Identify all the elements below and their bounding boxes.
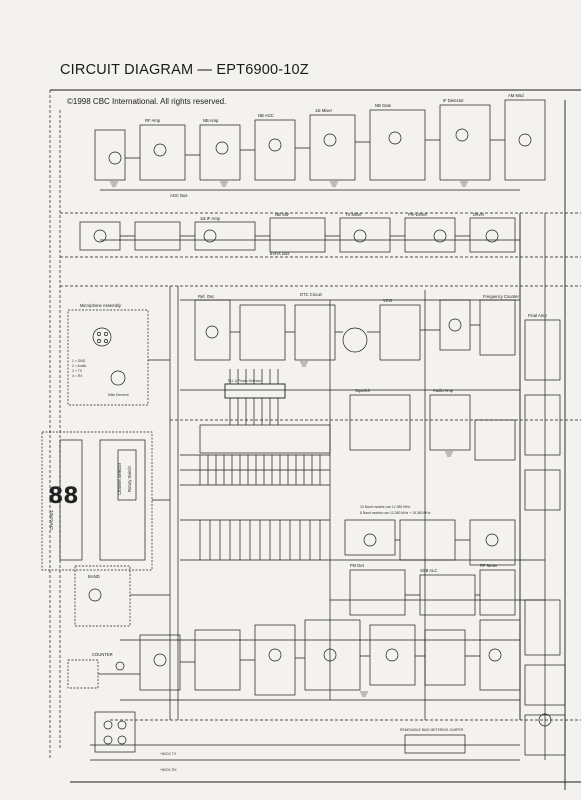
label-nb-sw: NB SW [275, 212, 289, 217]
page-title: CIRCUIT DIAGRAM — EPT6900-10Z [60, 62, 309, 78]
note-freq-counter-8band: 8 Band models use 12.380 MHz + 15.360 MH… [360, 511, 431, 515]
label-nb-agc: NB AGC [258, 113, 274, 118]
label-pll-ic: PLL & Phase Detector [228, 379, 262, 383]
label-fm-det: FM Det [350, 563, 365, 568]
label-rotary-switch: Rotary Switch [127, 465, 132, 492]
frame-dash-left [49, 90, 61, 760]
channel-label: CHANNEL [49, 509, 54, 530]
label-rf-amp: RF Amp [145, 118, 161, 123]
label-pre-driver: Pre-Driver [408, 212, 428, 217]
label-rx-bus: 8VRX Bus [270, 251, 289, 256]
copyright-notice: ©1998 CBC International. All rights rese… [67, 97, 227, 106]
label-rx-bus-2: +8VDC RX [160, 768, 177, 772]
label-mike-element: Mike Element [108, 393, 129, 397]
mic-pin-2: 2 = Audio [72, 364, 86, 368]
mic-pin-4: 4 = RX [72, 374, 83, 378]
label-tx-mixer: TX Mixer [345, 212, 362, 217]
label-dtc-circuit: DTC Circuit [300, 292, 322, 297]
mic-pin-3: 3 = TX [72, 369, 83, 373]
label-ref-osc: Ref. Osc [198, 294, 214, 299]
mic-pin-1: 1 = GND [72, 359, 86, 363]
label-counter: COUNTER [92, 652, 113, 657]
label-channel-selector: Channel Selector [117, 462, 122, 495]
label-microphone-assembly: Microphone Assembly [80, 303, 122, 308]
label-metering-jumper: REMOVABLE BIAS METERING JUMPER [400, 728, 464, 732]
label-nb-amp: NB Amp [203, 118, 219, 123]
label-ssb-alc: SSB ALC [420, 568, 437, 573]
label-am-mod: AM Mod [508, 93, 524, 98]
label-final-amp: Final Amp [528, 313, 547, 318]
label-first-if-amp: 1st IF Amp [200, 216, 221, 221]
note-freq-counter-10band: 10 Band models use 12.380 MHz [360, 505, 410, 509]
label-nb-gate: NB Gate [375, 103, 392, 108]
label-squelch: Squelch [355, 388, 371, 393]
label-first-mixer: 1st Mixer [315, 108, 333, 113]
label-audio-amp: Audio Amp [433, 388, 454, 393]
channel-display-digits: 88 [48, 484, 79, 509]
label-vco: VCO [383, 298, 393, 303]
label-rf-meter: RF Meter [480, 563, 498, 568]
label-frequency-counter: Frequency Counter [483, 294, 519, 299]
label-agc-bus: AGC Bus [170, 193, 187, 198]
label-driver: Driver [473, 212, 485, 217]
label-tx-bus: +8VDC TX [160, 752, 177, 756]
label-if-det: IF Detector [443, 98, 464, 103]
label-band: BAND [88, 574, 100, 579]
